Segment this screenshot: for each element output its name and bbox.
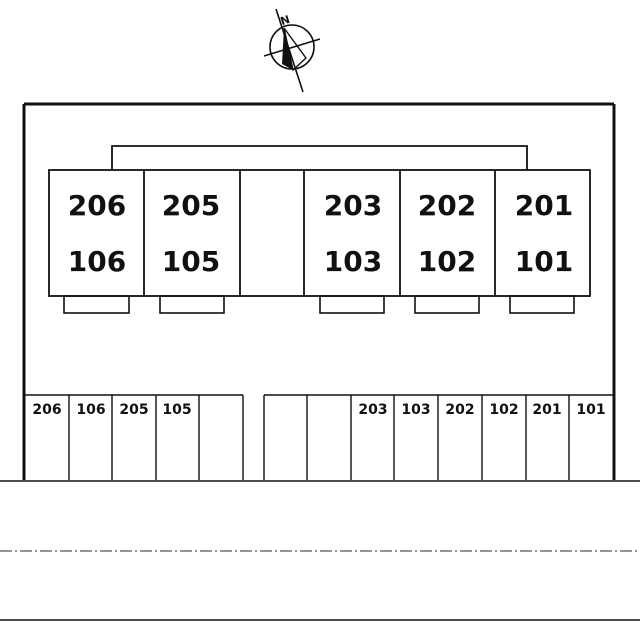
parking-space-label: 201	[532, 402, 561, 418]
compass-icon: N	[263, 8, 321, 93]
parking-space-label: 101	[576, 402, 605, 418]
building-roof-outline	[111, 145, 528, 170]
unit-label: 105	[162, 245, 220, 278]
unit-label: 203	[324, 189, 382, 222]
parking-space-label: 203	[358, 402, 387, 418]
balcony	[319, 295, 385, 314]
site-boundary	[22, 102, 616, 480]
unit-label: 205	[162, 189, 220, 222]
balcony	[63, 295, 130, 314]
balconies	[63, 295, 575, 314]
unit-label: 206	[68, 189, 126, 222]
parking-space-label: 202	[445, 402, 474, 418]
balcony	[414, 295, 480, 314]
parking-space-label: 206	[32, 402, 61, 418]
balcony	[159, 295, 225, 314]
unit-label: 202	[418, 189, 476, 222]
balcony	[509, 295, 575, 314]
unit-label: 101	[515, 245, 573, 278]
unit-label: 106	[68, 245, 126, 278]
parking-space-label: 106	[76, 402, 105, 418]
parking-space-label: 103	[401, 402, 430, 418]
road	[0, 480, 640, 621]
parking-area-left	[24, 394, 244, 480]
unit-label: 201	[515, 189, 573, 222]
compass-north-label: N	[279, 13, 292, 28]
unit-label: 102	[418, 245, 476, 278]
parking-space-label: 105	[162, 402, 191, 418]
apartment-building: 206 106 205 105 203 103 202 102 201 101	[48, 169, 591, 297]
parking-area-right	[263, 394, 614, 480]
parking-space-label: 205	[119, 402, 148, 418]
parking-space-label: 102	[489, 402, 518, 418]
unit-label: 103	[324, 245, 382, 278]
